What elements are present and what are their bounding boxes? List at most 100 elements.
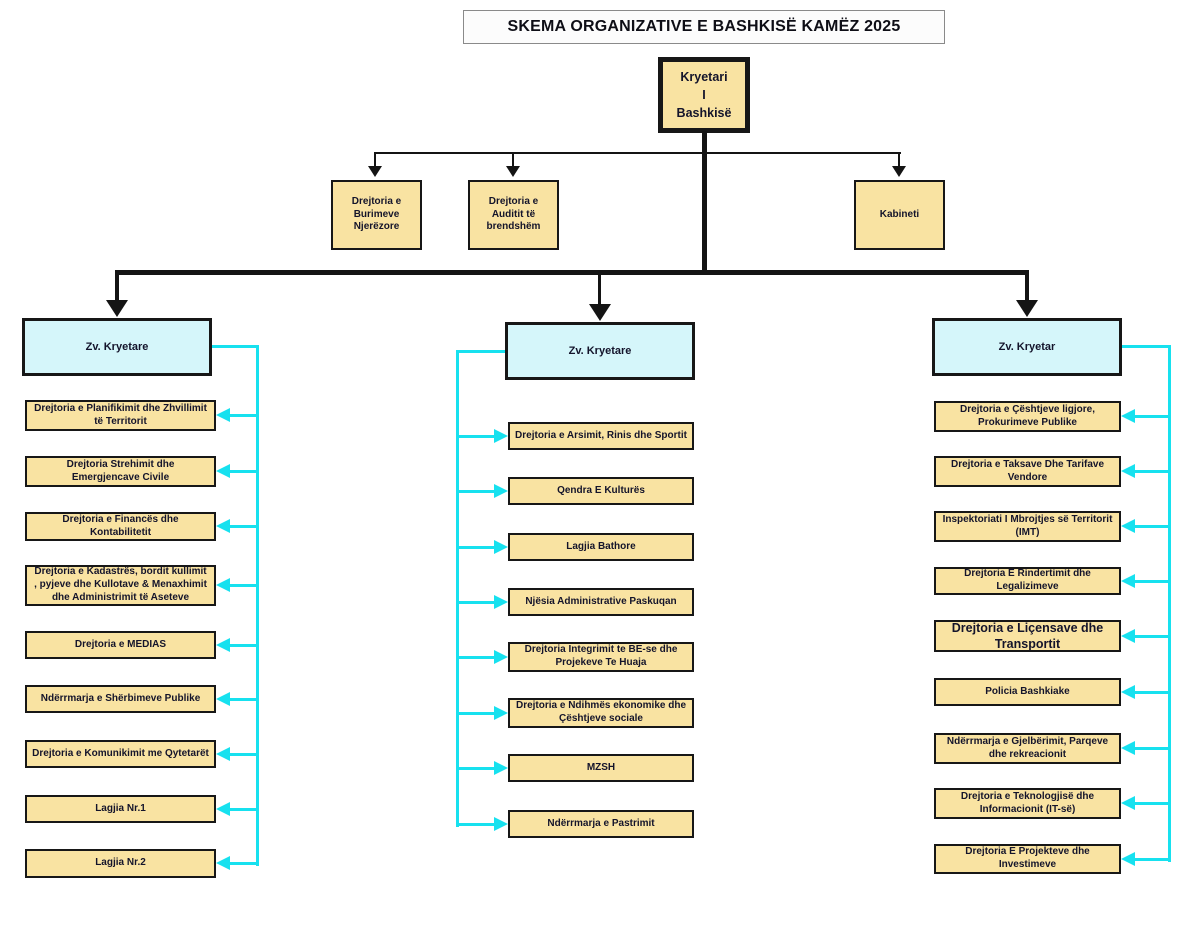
arrow-down-icon bbox=[892, 166, 906, 177]
connector bbox=[374, 153, 376, 167]
deputy-node-right: Zv. Kryetar bbox=[932, 318, 1122, 376]
department-node: Drejtoria e Ndihmës ekonomike dhe Çështj… bbox=[508, 698, 694, 728]
connector bbox=[1135, 858, 1169, 861]
connector bbox=[229, 698, 258, 701]
staff-node-cabinet: Kabineti bbox=[854, 180, 945, 250]
deputy-node-left: Zv. Kryetare bbox=[22, 318, 212, 376]
connector bbox=[1135, 470, 1169, 473]
arrow-left-icon bbox=[216, 747, 230, 761]
connector bbox=[229, 414, 258, 417]
department-node: Ndërrmarja e Gjelbërimit, Parqeve dhe re… bbox=[934, 733, 1121, 764]
chart-title: SKEMA ORGANIZATIVE E BASHKISË KAMËZ 2025 bbox=[463, 10, 945, 44]
connector bbox=[1135, 415, 1169, 418]
connector bbox=[1025, 272, 1029, 302]
deputy-node-middle: Zv. Kryetare bbox=[505, 322, 695, 380]
arrow-down-icon bbox=[106, 300, 128, 317]
connector bbox=[459, 712, 495, 715]
connector bbox=[459, 767, 495, 770]
arrow-left-icon bbox=[216, 802, 230, 816]
arrow-left-icon bbox=[216, 578, 230, 592]
connector bbox=[1135, 580, 1169, 583]
arrow-down-icon bbox=[589, 304, 611, 321]
arrow-left-icon bbox=[216, 638, 230, 652]
connector bbox=[229, 525, 258, 528]
department-node: Lagjia Bathore bbox=[508, 533, 694, 561]
department-node: Drejtoria e Financës dhe Kontabilitetit bbox=[25, 512, 216, 541]
connector bbox=[1135, 635, 1169, 638]
connector-middle-trunk bbox=[456, 350, 459, 827]
arrow-left-icon bbox=[1121, 741, 1135, 755]
department-node: Qendra E Kulturës bbox=[508, 477, 694, 505]
arrow-right-icon bbox=[494, 706, 508, 720]
connector-left-link bbox=[212, 345, 259, 348]
arrow-right-icon bbox=[494, 540, 508, 554]
department-node: Ndërrmarja e Shërbimeve Publike bbox=[25, 685, 216, 713]
department-node: Policia Bashkiake bbox=[934, 678, 1121, 706]
department-node: Drejtoria e MEDIAS bbox=[25, 631, 216, 659]
arrow-right-icon bbox=[494, 650, 508, 664]
arrow-left-icon bbox=[216, 856, 230, 870]
department-node: Ndërrmarja e Pastrimit bbox=[508, 810, 694, 838]
connector bbox=[512, 153, 514, 167]
connector bbox=[459, 435, 495, 438]
staff-node-human-resources: Drejtoria e Burimeve Njerëzore bbox=[331, 180, 422, 250]
connector bbox=[459, 546, 495, 549]
connector bbox=[115, 272, 119, 302]
department-node: Drejtoria Strehimit dhe Emergjencave Civ… bbox=[25, 456, 216, 487]
arrow-down-icon bbox=[368, 166, 382, 177]
connector bbox=[1135, 691, 1169, 694]
connector bbox=[229, 644, 258, 647]
connector-left-trunk bbox=[256, 345, 259, 866]
arrow-right-icon bbox=[494, 761, 508, 775]
department-node: Inspektoriati I Mbrojtjes së Territorit … bbox=[934, 511, 1121, 542]
connector bbox=[459, 656, 495, 659]
department-node: Drejtoria e Liçensave dhe Transportit bbox=[934, 620, 1121, 652]
department-node: Drejtoria e Planifikimit dhe Zhvillimit … bbox=[25, 400, 216, 431]
department-node: Njësia Administrative Paskuqan bbox=[508, 588, 694, 616]
connector bbox=[1135, 802, 1169, 805]
arrow-left-icon bbox=[1121, 685, 1135, 699]
root-label-line3: Bashkisë bbox=[676, 106, 732, 121]
department-node: Lagjia Nr.1 bbox=[25, 795, 216, 823]
department-node: Drejtoria E Rindertimit dhe Legalizimeve bbox=[934, 567, 1121, 595]
connector bbox=[459, 601, 495, 604]
connector bbox=[459, 823, 495, 826]
connector bbox=[1135, 747, 1169, 750]
arrow-left-icon bbox=[1121, 629, 1135, 643]
arrow-right-icon bbox=[494, 429, 508, 443]
department-node: MZSH bbox=[508, 754, 694, 782]
arrow-left-icon bbox=[1121, 796, 1135, 810]
connector-middle-link bbox=[456, 350, 505, 353]
root-label-line1: Kryetari bbox=[680, 69, 728, 84]
staff-node-internal-audit: Drejtoria e Auditit të brendshëm bbox=[468, 180, 559, 250]
department-node: Lagjia Nr.2 bbox=[25, 849, 216, 878]
department-node: Drejtoria E Projekteve dhe Investimeve bbox=[934, 844, 1121, 874]
department-node: Drejtoria e Teknologjisë dhe Informacion… bbox=[934, 788, 1121, 819]
connector-right-link bbox=[1122, 345, 1171, 348]
root-node-mayor: Kryetari I Bashkisë bbox=[658, 57, 750, 133]
arrow-left-icon bbox=[1121, 519, 1135, 533]
connector-staff-hline bbox=[374, 152, 901, 154]
arrow-down-icon bbox=[1016, 300, 1038, 317]
arrow-left-icon bbox=[216, 692, 230, 706]
connector-deputies-hline bbox=[115, 270, 1029, 275]
connector bbox=[229, 862, 258, 865]
department-node: Drejtoria e Kadastrës, bordit kullimit ,… bbox=[25, 565, 216, 606]
connector-right-trunk bbox=[1168, 345, 1171, 862]
arrow-left-icon bbox=[216, 519, 230, 533]
root-label-line2: I bbox=[702, 87, 706, 102]
arrow-left-icon bbox=[1121, 409, 1135, 423]
department-node: Drejtoria Integrimit te BE-se dhe Projek… bbox=[508, 642, 694, 672]
arrow-right-icon bbox=[494, 484, 508, 498]
connector-root-trunk bbox=[702, 131, 707, 272]
arrow-left-icon bbox=[1121, 574, 1135, 588]
arrow-left-icon bbox=[216, 408, 230, 422]
arrow-right-icon bbox=[494, 595, 508, 609]
connector bbox=[229, 470, 258, 473]
connector bbox=[229, 753, 258, 756]
arrow-left-icon bbox=[1121, 852, 1135, 866]
connector bbox=[229, 584, 258, 587]
arrow-right-icon bbox=[494, 817, 508, 831]
department-node: Drejtoria e Taksave Dhe Tarifave Vendore bbox=[934, 456, 1121, 487]
